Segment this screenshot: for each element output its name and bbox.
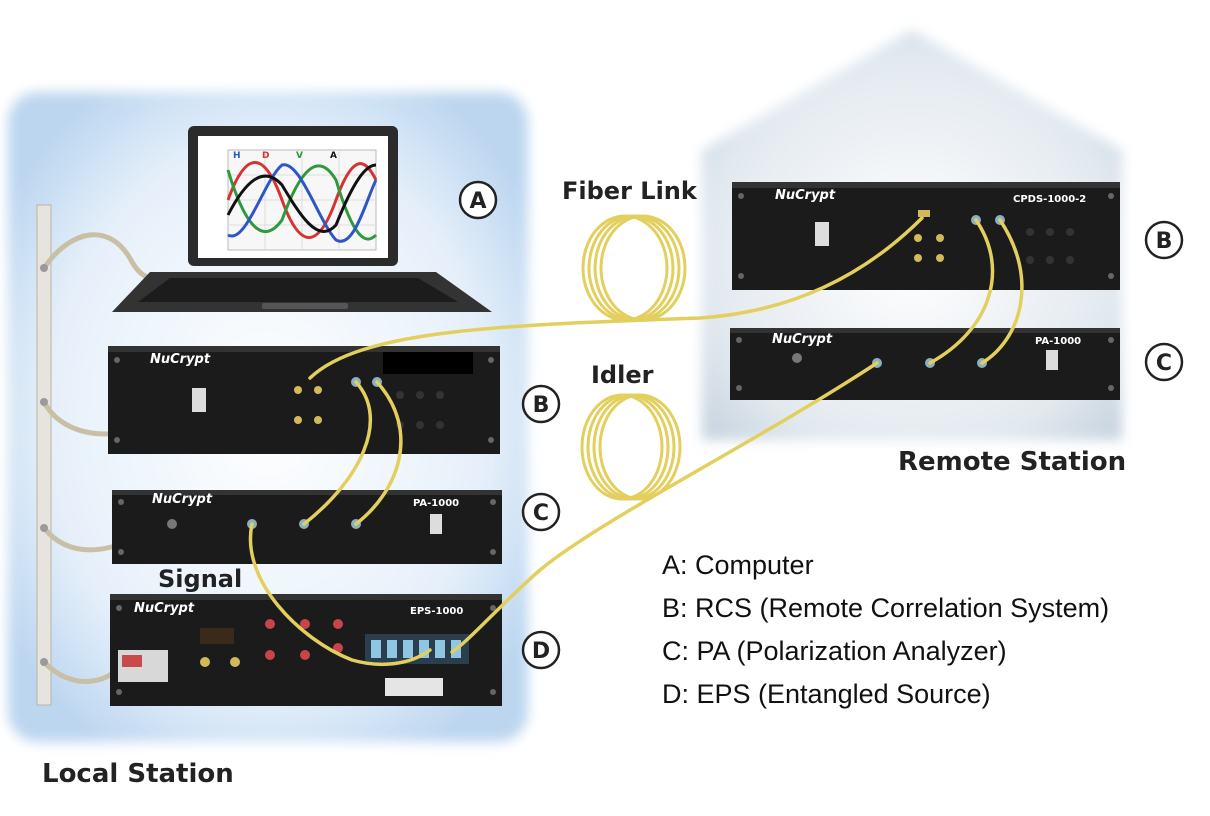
rack-c-remote-model: PA-1000 [1035, 336, 1081, 347]
legend-item-b: B: RCS (Remote Correlation System) [662, 593, 1110, 623]
rack-d-model: EPS-1000 [410, 606, 463, 617]
rack-b-remote-brand: NuCrypt [775, 188, 836, 203]
marker-d: D [521, 630, 561, 670]
marker-b-local-label: B [533, 393, 550, 418]
rack-unit-icon [112, 490, 502, 564]
svg-text:D: D [262, 151, 269, 161]
rack-c-remote-brand: NuCrypt [772, 332, 833, 347]
rack-b-remote-model: CPDS-1000-2 [1013, 194, 1086, 205]
marker-a: A [458, 180, 498, 220]
rack-unit-icon [732, 182, 1120, 290]
idler-cable [450, 361, 879, 654]
marker-c-local: C [521, 492, 561, 532]
marker-b-remote: B [1144, 220, 1184, 260]
power-strip-outlets [40, 264, 48, 666]
local-station-label: Local Station [42, 759, 234, 789]
remote-station-label: Remote Station [898, 447, 1126, 477]
fiber-connections [248, 216, 1024, 667]
signal-label: Signal [158, 565, 242, 593]
rack-c-local-brand: NuCrypt [152, 492, 213, 507]
marker-d-label: D [532, 639, 550, 664]
idler-label: Idler [591, 361, 654, 389]
marker-c-remote: C [1144, 342, 1184, 382]
marker-c-remote-label: C [1156, 351, 1172, 376]
rack-b-local-brand: NuCrypt [150, 352, 211, 367]
svg-text:A: A [330, 151, 337, 161]
svg-text:V: V [296, 151, 303, 161]
marker-b-local: B [521, 384, 561, 424]
power-strip [36, 204, 52, 706]
rack-d-brand: NuCrypt [134, 601, 195, 616]
marker-b-remote-label: B [1156, 229, 1173, 254]
fiber-link-cable [308, 216, 924, 380]
marker-c-local-label: C [533, 501, 549, 526]
svg-text:H: H [233, 151, 241, 161]
rack-unit-icon [108, 346, 500, 454]
marker-a-label: A [469, 189, 486, 214]
rack-c-local-model: PA-1000 [413, 498, 459, 509]
legend-item-d: D: EPS (Entangled Source) [662, 679, 991, 709]
fiber-coil-icon [581, 214, 687, 322]
fiber-link-label: Fiber Link [562, 177, 698, 205]
legend-item-c: C: PA (Polarization Analyzer) [662, 636, 1007, 666]
fiber-coil-icon [580, 393, 682, 501]
signal-cable [248, 522, 432, 667]
legend: A: Computer B: RCS (Remote Correlation S… [662, 544, 1109, 716]
legend-item-a: A: Computer [662, 550, 814, 580]
